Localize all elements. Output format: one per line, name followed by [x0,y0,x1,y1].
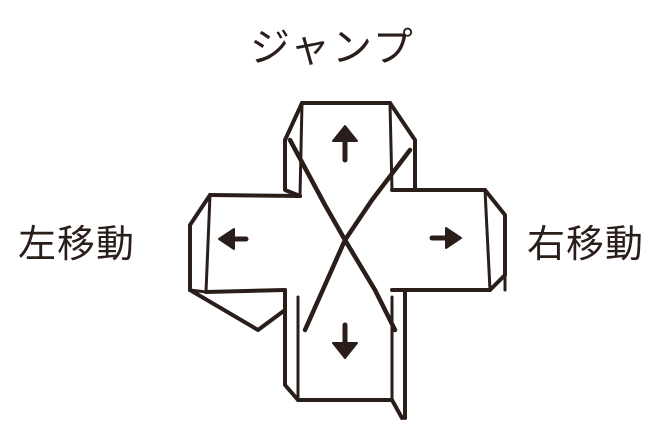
arrow-down-icon [333,325,357,358]
up-key [285,103,415,196]
arrow-right-icon [432,228,461,248]
arrow-up-icon [333,126,357,160]
arrow-left-icon [219,229,246,249]
